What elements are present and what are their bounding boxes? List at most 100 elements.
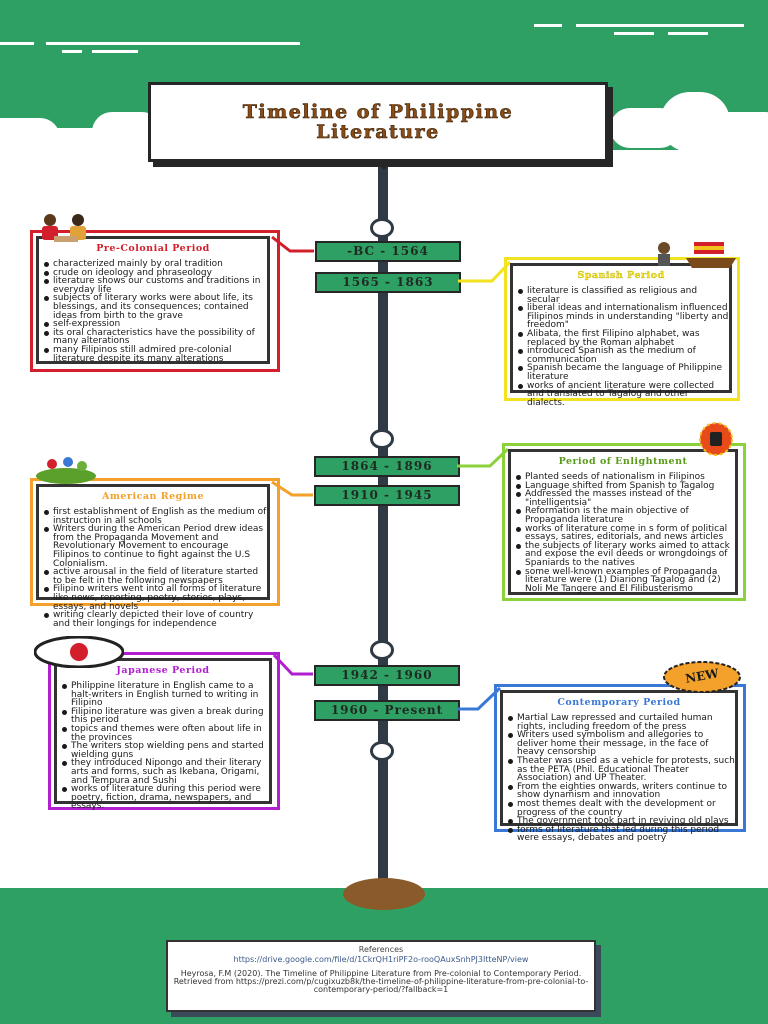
contemporary-title: Contemporary Period <box>557 697 681 708</box>
spanish-title: Spanish Period <box>577 270 665 281</box>
timeline-node <box>370 429 394 449</box>
list-item: forms of literature that led during this… <box>508 825 735 843</box>
list-item: many Filipinos still admired pre-colonia… <box>44 345 267 363</box>
reference-citation: Heyrosa, F.M (2020). The Timeline of Phi… <box>173 969 589 994</box>
timeline-line <box>378 160 388 888</box>
japan-flag-icon <box>34 636 124 668</box>
date-label: 1864 - 1896 <box>314 456 460 477</box>
american-card-border <box>30 478 280 606</box>
list-item: introduced Spanish as the medium of comm… <box>518 347 729 364</box>
contemporary-card: Contemporary Period Martial Law represse… <box>500 690 738 843</box>
list-item: From the eighties onwards, writers conti… <box>508 782 735 800</box>
enlightenment-card: Period of Enlightment Planted seeds of n… <box>508 449 738 595</box>
spanish-card: Spanish Period literature is classified … <box>510 263 732 407</box>
precolonial-title: Pre-Colonial Period <box>96 243 210 254</box>
spanish-connector <box>458 260 512 283</box>
list-item: subjects of literary works were about li… <box>44 294 267 320</box>
list-item: self-expression <box>44 320 267 329</box>
decor-dash <box>614 32 654 35</box>
list-item: Theater was used as a vehicle for protes… <box>508 755 735 784</box>
precolonial-card: Pre-Colonial Period characterized mainly… <box>36 236 270 364</box>
list-item: Language shifted from Spanish to Tagalog <box>516 481 735 491</box>
new-badge: NEW <box>662 660 742 694</box>
timeline-node <box>370 741 394 761</box>
list-item: first establishment of English as the me… <box>44 507 267 526</box>
decor-dash <box>668 32 708 35</box>
fist-icon <box>699 422 733 456</box>
list-item: Writers during the American Period drew … <box>44 525 267 568</box>
starburst-icon <box>663 661 741 693</box>
decor-dash <box>46 42 300 45</box>
date-label: 1942 - 1960 <box>314 665 460 686</box>
list-item: they introduced Nipongo and their litera… <box>62 759 269 785</box>
timeline-base <box>343 878 425 910</box>
title-box: Timeline of Philippine Literature <box>148 82 608 162</box>
list-item: Reformation is the main objective of Pro… <box>516 507 735 525</box>
japanese-list: Philippine literature in English came to… <box>57 682 269 811</box>
page-title-line1: Timeline of Philippine <box>242 101 514 123</box>
list-item: Filipino literature was given a break du… <box>62 707 269 725</box>
date-label: 1910 - 1945 <box>314 485 460 506</box>
american-title: American Regime <box>101 491 205 502</box>
references-box: References https://drive.google.com/file… <box>166 940 596 1012</box>
list-item: active arousal in the field of literatur… <box>44 568 267 585</box>
japanese-card: Japanese Period Philippine literature in… <box>54 658 272 811</box>
list-item: works of literature come in s form of po… <box>516 524 735 542</box>
spanish-list: literature is classified as religious an… <box>513 286 729 408</box>
list-item: Planted seeds of nationalism in Filipino… <box>516 473 735 482</box>
precolonial-card-border <box>30 230 280 372</box>
contemporary-list: Martial Law repressed and curtailed huma… <box>503 713 735 843</box>
list-item: works of ancient literature were collect… <box>518 381 729 408</box>
list-item: The writers stop wielding pens and start… <box>62 742 269 759</box>
enlightenment-list: Planted seeds of nationalism in Filipino… <box>511 473 735 593</box>
japanese-card-border <box>48 652 280 810</box>
list-item: its oral characteristics have the possib… <box>44 328 267 346</box>
enlightenment-card-border <box>502 443 746 601</box>
decor-dash <box>92 50 138 53</box>
contemporary-card-border <box>494 684 746 832</box>
list-item: topics and themes were often about life … <box>62 724 269 742</box>
page-title-line2: Literature <box>316 121 440 143</box>
japanese-title: Japanese Period <box>116 665 210 676</box>
american-card: American Regime first establishment of E… <box>36 484 270 628</box>
timeline-node <box>370 640 394 660</box>
list-item: literature shows our customs and traditi… <box>44 277 267 294</box>
decor-dash <box>0 42 34 45</box>
list-item: characterized mainly by oral tradition <box>44 260 267 269</box>
decor-dash <box>534 24 562 27</box>
date-label: 1565 - 1863 <box>315 272 461 293</box>
list-item: Filipino writers went into all forms of … <box>44 585 267 611</box>
decor-dash <box>62 50 82 53</box>
list-item: most themes dealt with the development o… <box>508 799 735 817</box>
reference-link[interactable]: https://drive.google.com/file/d/1CkrQH1r… <box>233 955 529 964</box>
statue-icon <box>36 457 96 484</box>
date-label: 1960 - Present <box>314 700 460 721</box>
list-item: liberal ideas and internationalism influ… <box>518 303 729 331</box>
list-item: crude on ideology and phraseology <box>44 268 267 278</box>
list-item: the subjects of literary works aimed to … <box>516 541 735 568</box>
spanish-card-border <box>504 257 740 401</box>
title-pointer <box>374 160 394 170</box>
timeline-node <box>370 218 394 238</box>
enlightenment-title: Period of Enlightment <box>558 456 688 467</box>
list-item: Alibata, the first Filipino alphabet, wa… <box>518 329 729 347</box>
ship-icon <box>658 242 736 268</box>
list-item: Philippine literature in English came to… <box>62 682 269 708</box>
list-item: works of literature during this period w… <box>62 785 269 811</box>
contemporary-connector <box>457 686 502 711</box>
list-item: Martial Law repressed and curtailed huma… <box>508 713 735 731</box>
enlightenment-connector <box>457 447 510 468</box>
list-item: Spanish became the language of Philippin… <box>518 364 729 381</box>
japanese-connector <box>272 653 313 676</box>
list-item: some well-known examples of Propaganda l… <box>516 567 735 594</box>
precolonial-list: characterized mainly by oral tradition c… <box>39 260 267 363</box>
people-icon <box>42 214 86 242</box>
decor-dash <box>576 24 744 27</box>
list-item: The government took part in reviving old… <box>508 817 735 826</box>
list-item: literature is classified as religious an… <box>518 286 729 304</box>
list-item: writing clearly depicted their love of c… <box>44 611 267 628</box>
date-label: -BC - 1564 <box>315 241 461 262</box>
list-item: Addressed the masses instead of the "int… <box>516 490 735 507</box>
list-item: Writers used symbolism and allegories to… <box>508 731 735 757</box>
american-list: first establishment of English as the me… <box>39 507 267 628</box>
